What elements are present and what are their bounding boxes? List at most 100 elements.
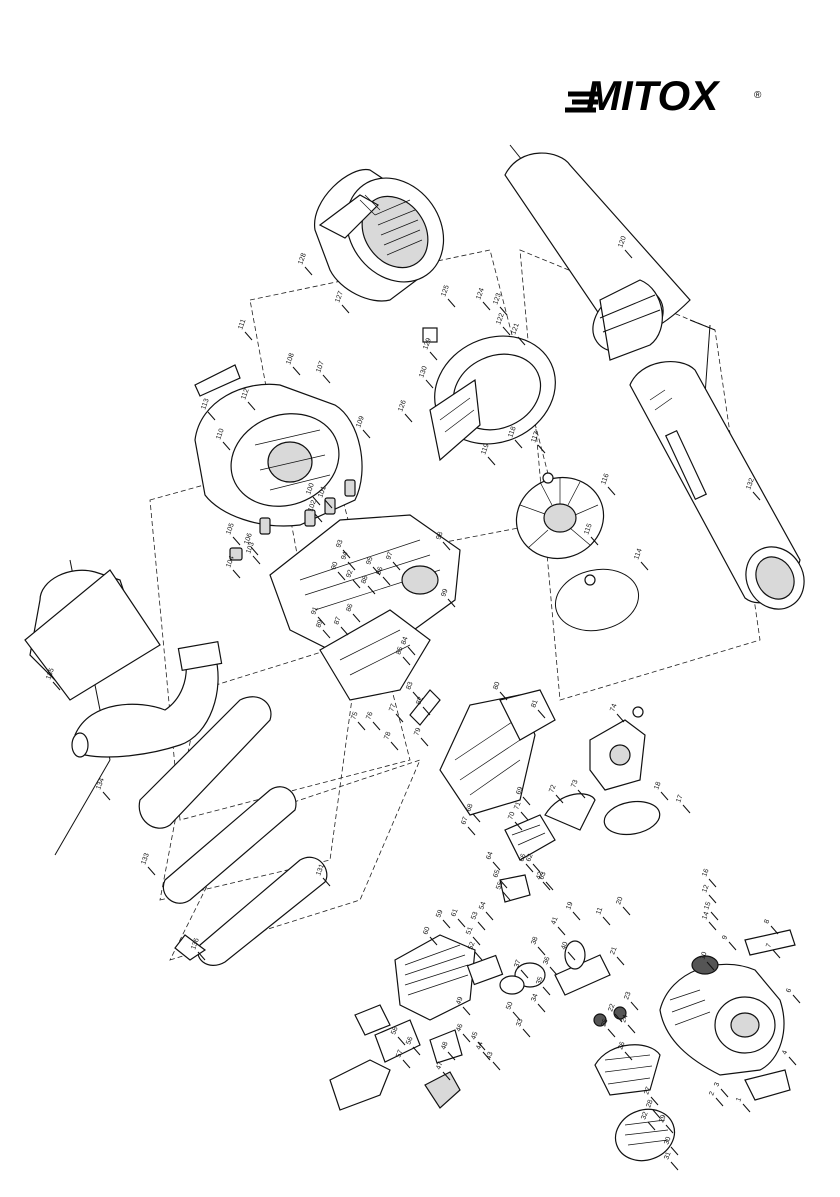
part-number-label: 97 bbox=[385, 551, 394, 561]
part-number-label: 80 bbox=[492, 681, 501, 691]
leader-line bbox=[715, 1097, 724, 1107]
part-number-label: 2 bbox=[708, 1091, 716, 1097]
part-number-label: 12 bbox=[701, 884, 710, 894]
leader-line bbox=[557, 926, 566, 936]
leader-line bbox=[492, 1061, 501, 1071]
leader-line bbox=[322, 374, 331, 384]
leader-line bbox=[622, 906, 631, 916]
leader-line bbox=[708, 921, 717, 931]
part-number-label: 84 bbox=[400, 636, 409, 646]
part-number-label: 72 bbox=[548, 784, 557, 794]
flywheel bbox=[594, 1044, 676, 1162]
leader-line bbox=[372, 566, 381, 576]
leader-line bbox=[362, 429, 371, 439]
leader-line bbox=[352, 579, 361, 589]
part-number-label: 92 bbox=[345, 569, 354, 579]
leader-line bbox=[537, 1003, 546, 1013]
leader-line bbox=[706, 961, 715, 971]
leader-line bbox=[720, 1088, 729, 1098]
leader-line bbox=[482, 301, 491, 311]
leader-line bbox=[442, 919, 451, 929]
part-number-label: 85 bbox=[395, 646, 404, 656]
leader-line bbox=[357, 721, 366, 731]
part-number-label: 60 bbox=[422, 926, 431, 936]
collection-bag bbox=[24, 569, 161, 701]
leader-line bbox=[304, 266, 313, 276]
part-number-label: 82 bbox=[415, 696, 424, 706]
part-number-label: 14 bbox=[701, 911, 710, 921]
part-number-label: 86 bbox=[345, 603, 354, 613]
leader-line bbox=[250, 546, 259, 556]
leader-line bbox=[395, 713, 404, 723]
leader-line bbox=[670, 1161, 679, 1171]
leader-line bbox=[462, 1006, 471, 1016]
leader-line bbox=[197, 951, 206, 961]
leader-line bbox=[442, 1071, 451, 1081]
leader-line bbox=[520, 811, 529, 821]
part-number-label: 112 bbox=[240, 388, 250, 401]
engine-frame bbox=[269, 514, 461, 701]
leader-line bbox=[477, 921, 486, 931]
brand-logo: MITOX ® bbox=[565, 72, 762, 119]
starter-housing bbox=[659, 929, 796, 1101]
part-number-label: 57 bbox=[395, 1049, 404, 1059]
part-number-label: 27 bbox=[643, 1086, 652, 1096]
part-number-label: 8 bbox=[763, 919, 771, 925]
part-number-label: 36 bbox=[542, 956, 551, 966]
leader-line bbox=[317, 616, 326, 626]
leader-line bbox=[429, 351, 438, 361]
straight-tubes bbox=[138, 696, 328, 966]
leader-line bbox=[447, 1051, 456, 1061]
part-number-label: 96 bbox=[375, 566, 384, 576]
leader-line bbox=[542, 881, 551, 891]
part-number-label: 88 bbox=[360, 575, 369, 585]
part-number-label: 49 bbox=[455, 996, 464, 1006]
leader-line bbox=[382, 576, 391, 586]
part-number-label: 131 bbox=[315, 863, 326, 876]
part-number-label: 91 bbox=[310, 606, 319, 616]
part-number-label: 102 bbox=[307, 499, 318, 512]
leader-line bbox=[499, 306, 508, 316]
leader-line bbox=[525, 863, 534, 873]
leader-line bbox=[614, 1013, 623, 1023]
leader-line bbox=[207, 411, 216, 421]
part-number-label: 105 bbox=[225, 522, 236, 535]
leader-line bbox=[232, 536, 241, 546]
leader-line bbox=[652, 1109, 661, 1119]
bent-tube bbox=[71, 640, 223, 758]
leader-line bbox=[555, 794, 564, 804]
o-ring bbox=[554, 568, 640, 632]
part-number-label: 54 bbox=[478, 901, 487, 911]
part-number-label: 76 bbox=[365, 711, 374, 721]
part-number-label: 37 bbox=[513, 959, 522, 969]
leader-line bbox=[390, 741, 399, 751]
leader-line bbox=[314, 513, 323, 523]
leader-line bbox=[472, 936, 481, 946]
leader-line bbox=[312, 496, 321, 506]
leader-line bbox=[708, 878, 717, 888]
part-number-label: 15 bbox=[703, 901, 712, 911]
leader-line bbox=[772, 949, 781, 959]
leader-line bbox=[607, 1028, 616, 1038]
leader-line bbox=[352, 613, 361, 623]
blower-tube bbox=[504, 152, 691, 361]
part-number-label: 50 bbox=[505, 1001, 514, 1011]
part-number-label: 38 bbox=[530, 936, 539, 946]
leader-line bbox=[499, 879, 508, 889]
part-number-label: 6 bbox=[785, 988, 793, 994]
leader-line bbox=[52, 681, 61, 691]
part-number-label: 106 bbox=[243, 532, 254, 545]
part-number-label: 41 bbox=[550, 916, 559, 926]
part-number-label: 70 bbox=[507, 811, 516, 821]
leader-line bbox=[728, 941, 737, 951]
fan-impeller bbox=[515, 472, 605, 586]
leader-line bbox=[407, 646, 416, 656]
part-number-label: 83 bbox=[405, 681, 414, 691]
leader-line bbox=[537, 444, 546, 454]
leader-line bbox=[542, 986, 551, 996]
leader-line bbox=[616, 713, 625, 723]
part-number-label: 103 bbox=[245, 541, 256, 554]
leader-line bbox=[567, 951, 576, 961]
leader-line bbox=[447, 298, 456, 308]
